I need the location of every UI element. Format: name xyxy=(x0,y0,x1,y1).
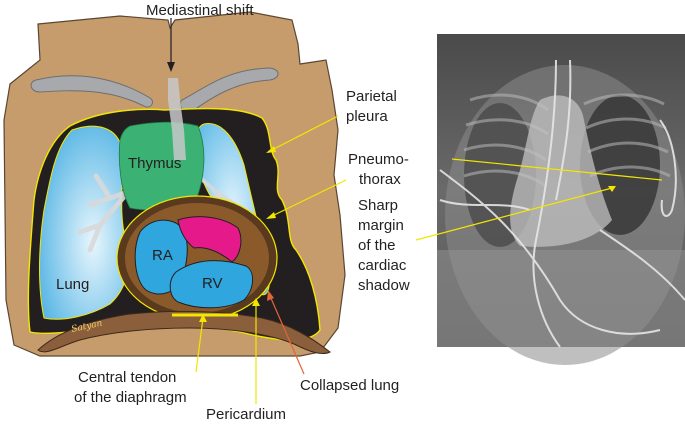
parietal-pleura-line xyxy=(27,107,321,341)
trachea xyxy=(168,78,186,160)
sharp-margin-label-1: Sharp xyxy=(358,197,398,214)
xray-abdomen xyxy=(437,250,685,347)
pneumothorax-label-1: Pneumo- xyxy=(348,151,409,168)
central-tendon-pointer xyxy=(195,317,204,373)
sharp-margin-label-5: shadow xyxy=(358,277,410,294)
rv-label: RV xyxy=(202,275,223,292)
sharp-margin-label-3: of the xyxy=(358,237,396,254)
mediastinal-shift-arrowhead xyxy=(167,62,175,72)
parietal-pleura-pointer xyxy=(267,115,339,153)
xray-pointer-horizontal xyxy=(451,158,663,181)
parietal-pleura-arrowhead xyxy=(266,146,276,153)
sharp-margin-label-2: margin xyxy=(358,217,404,234)
pneumothorax-arrowhead xyxy=(266,212,276,219)
xray-ribs xyxy=(463,93,671,188)
ra-label: RA xyxy=(152,247,173,264)
xray-pointer-arrowhead xyxy=(608,186,616,192)
pericardium-arrowhead xyxy=(252,298,260,306)
right-ventricle xyxy=(169,260,253,309)
mediastinal-shift-label: Mediastinal shift xyxy=(146,2,254,19)
collapsed-lung-label: Collapsed lung xyxy=(300,377,399,394)
xray-image xyxy=(415,34,685,365)
diaphragm xyxy=(37,310,331,355)
sharp-margin-label-4: cardiac xyxy=(358,257,407,274)
central-tendon-label-2: of the diaphragm xyxy=(74,389,187,406)
pneumothorax-pointer xyxy=(267,179,347,219)
lung-label: Lung xyxy=(56,276,89,293)
central-tendon-label-1: Central tendon xyxy=(78,369,176,386)
parietal-pleura-label-1: Parietal xyxy=(346,88,397,105)
parietal-pleura-label-2: pleura xyxy=(346,108,388,125)
pericardium-label: Pericardium xyxy=(206,406,286,423)
central-tendon-arrowhead xyxy=(199,314,207,322)
collapsed-lung-arrowhead xyxy=(267,290,274,301)
collapsed-lung-pointer xyxy=(269,295,305,375)
pneumothorax-label-2: thorax xyxy=(359,171,401,188)
thymus-label: Thymus xyxy=(128,155,181,172)
xray-tubes xyxy=(439,59,685,348)
right-clavicle xyxy=(30,75,153,108)
left-atrium xyxy=(177,216,242,263)
xray-pointer-margin xyxy=(415,187,613,241)
